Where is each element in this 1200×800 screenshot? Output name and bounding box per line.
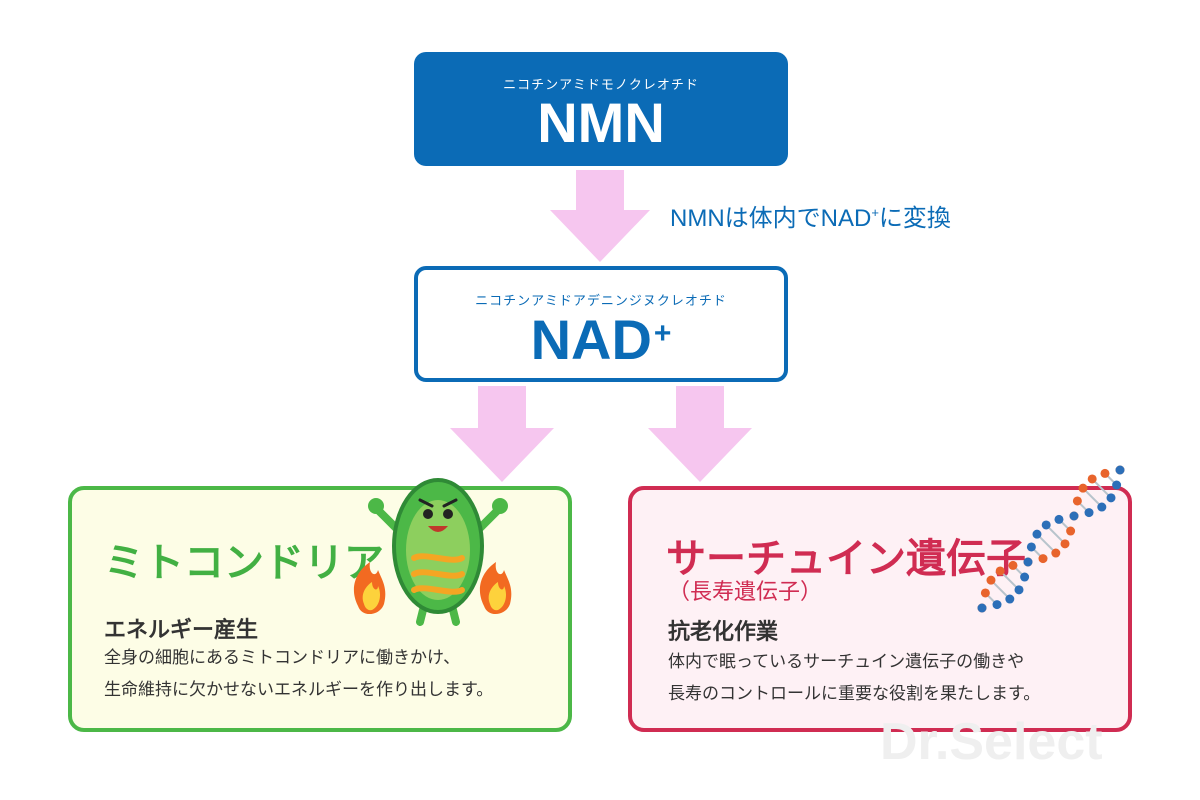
watermark-logo: Dr.Select	[880, 713, 1103, 771]
dna-node	[1014, 585, 1024, 595]
dna-node	[1106, 493, 1116, 503]
dna-node	[992, 600, 1002, 610]
mitochondria-title: ミトコンドリア	[104, 540, 384, 586]
dna-node	[1008, 560, 1018, 570]
nad-box: ニコチンアミドアデニンジヌクレオチド NAD+	[414, 266, 788, 382]
sirtuin-body: 体内で眠っているサーチュイン遺伝子の働きや 長寿のコントロールに重要な役割を果た…	[668, 646, 1040, 710]
dna-node	[1032, 529, 1042, 539]
dna-node	[977, 603, 987, 613]
dna-node	[1072, 496, 1082, 506]
dna-node	[1100, 468, 1110, 478]
dna-node	[1066, 526, 1076, 536]
dna-node	[1087, 474, 1097, 484]
dna-node	[1041, 520, 1051, 530]
dna-node	[1023, 557, 1033, 567]
dna-node	[1005, 594, 1015, 604]
dna-node	[1038, 554, 1048, 564]
arrow-nmn-to-nad	[550, 170, 650, 262]
nad-sup: +	[653, 317, 672, 350]
nmn-box: ニコチンアミドモノクレオチド NMN	[414, 52, 788, 166]
conversion-sup: +	[871, 205, 879, 220]
arrow-nad-to-sirtuin	[648, 386, 752, 482]
sirtuin-heading: 抗老化作業	[668, 620, 779, 645]
dna-node	[1078, 483, 1088, 493]
nad-reading: ニコチンアミドアデニンジヌクレオチド	[475, 294, 727, 309]
dna-node	[1026, 542, 1036, 552]
flame-icon	[353, 562, 386, 615]
nmn-label: NMN	[537, 91, 665, 154]
arrow-nad-to-mitochondria	[450, 386, 554, 482]
mitochondria-body-line2: 生命維持に欠かせないエネルギーを作り出します。	[104, 680, 494, 700]
dna-node	[1097, 502, 1107, 512]
dna-helix-icon	[977, 465, 1125, 613]
conversion-note: NMNは体内でNAD+に変換	[670, 198, 951, 233]
dna-node	[995, 566, 1005, 576]
dna-node	[1020, 572, 1030, 582]
dna-node	[1054, 514, 1064, 524]
nmn-reading: ニコチンアミドモノクレオチド	[503, 78, 699, 93]
sirtuin-title: サーチュイン遺伝子	[666, 536, 1026, 582]
dna-node	[1084, 508, 1094, 518]
dna-node	[1115, 465, 1125, 475]
sirtuin-subtitle: （長寿遺伝子）	[668, 580, 823, 605]
mitochondria-body: 全身の細胞にあるミトコンドリアに働きかけ、 生命維持に欠かせないエネルギーを作り…	[104, 642, 493, 706]
mitochondria-body-line1: 全身の細胞にあるミトコンドリアに働きかけ、	[104, 648, 461, 668]
conversion-suffix: に変換	[878, 205, 951, 232]
mitochondria-heading: エネルギー産生	[104, 618, 259, 643]
dna-node	[980, 588, 990, 598]
sirtuin-body-line1: 体内で眠っているサーチュイン遺伝子の働きや	[668, 652, 1025, 672]
dna-node	[1060, 539, 1070, 549]
dna-node	[986, 575, 996, 585]
flame-icon	[479, 562, 512, 615]
nad-label: NAD	[530, 308, 652, 371]
dna-node	[1069, 511, 1079, 521]
dna-node	[1112, 480, 1122, 490]
mitochondria-character-icon	[353, 478, 512, 626]
nad-label-wrap: NAD+	[418, 309, 784, 371]
conversion-text: NMNは体内でNAD	[670, 205, 872, 232]
dna-node	[1051, 548, 1061, 558]
sirtuin-body-line2: 長寿のコントロールに重要な役割を果たします。	[668, 684, 1041, 704]
